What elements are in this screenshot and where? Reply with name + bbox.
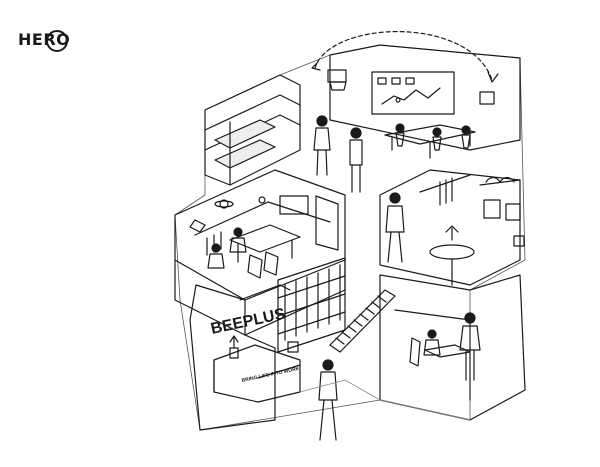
tv-panel xyxy=(279,195,309,215)
door xyxy=(315,195,339,251)
presentation-screen xyxy=(371,71,455,115)
printer xyxy=(327,69,347,83)
brand-tagline: BRING LIFE INTO WORK xyxy=(241,366,300,384)
chart-line xyxy=(381,87,441,105)
staircase xyxy=(329,289,396,353)
hero-logo: HERO xyxy=(18,26,72,56)
meeting-table xyxy=(229,224,301,253)
building-outline xyxy=(174,44,526,431)
shelving-module xyxy=(204,74,301,186)
coffee-bar xyxy=(379,169,525,286)
conference-table xyxy=(384,124,476,145)
reception-area xyxy=(189,284,301,431)
hero-logo-text: HERO xyxy=(18,30,71,49)
flow-arrow xyxy=(314,31,493,81)
cafe-area xyxy=(379,274,526,421)
arch-shelf xyxy=(277,257,346,353)
hero-logo-mark xyxy=(46,30,68,52)
coffee-machine xyxy=(483,199,501,219)
person-walking xyxy=(318,359,338,441)
floor-edge xyxy=(299,379,471,421)
person-standing-1 xyxy=(313,115,331,176)
round-table xyxy=(429,244,475,260)
meeting-room xyxy=(174,169,346,336)
person-standing-2 xyxy=(349,127,363,193)
presentation-room xyxy=(327,44,521,159)
